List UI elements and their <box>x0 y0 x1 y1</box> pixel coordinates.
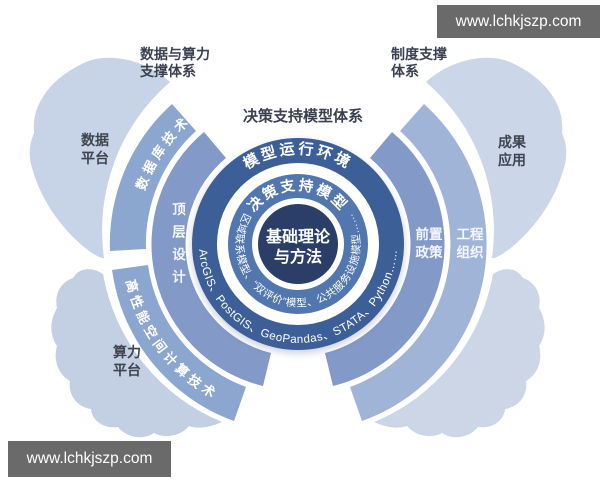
system-label-data-computing: 数据与算力支撑体系 <box>140 46 210 79</box>
system-label-institutional: 制度支撑体系 <box>391 46 447 79</box>
core-circle <box>258 204 338 284</box>
watermark-bottom-left: www.lchkjszp.com <box>8 441 171 477</box>
arc-hpc-tech <box>112 265 246 421</box>
core-title-line1: 基础理论 <box>265 227 331 246</box>
watermark-top-right: www.lchkjszp.com <box>437 5 600 38</box>
wing-label-computing-platform: 算力平台 <box>113 344 141 378</box>
core-title-line2: 与方法 <box>274 247 322 266</box>
pre-policy-label: 前置政策 <box>415 227 443 260</box>
wing-label-results-application: 成果应用 <box>498 134 526 168</box>
arc-engineering-org <box>350 104 487 421</box>
wing-top-left <box>29 57 171 259</box>
wing-bottom-left <box>51 269 223 438</box>
arc-top-level-design <box>151 132 271 386</box>
engineering-org-label: 工程组织 <box>456 227 484 260</box>
arc-database-tech <box>109 104 196 251</box>
wing-label-data-platform: 数据平台 <box>81 132 109 166</box>
wing-top-right <box>426 57 567 259</box>
top-level-design-label: 顶层设计 <box>170 202 185 292</box>
system-label-decision-model: 决策支持模型体系 <box>242 108 363 125</box>
arc-pre-policy <box>325 132 445 386</box>
wing-bottom-right <box>374 269 545 438</box>
